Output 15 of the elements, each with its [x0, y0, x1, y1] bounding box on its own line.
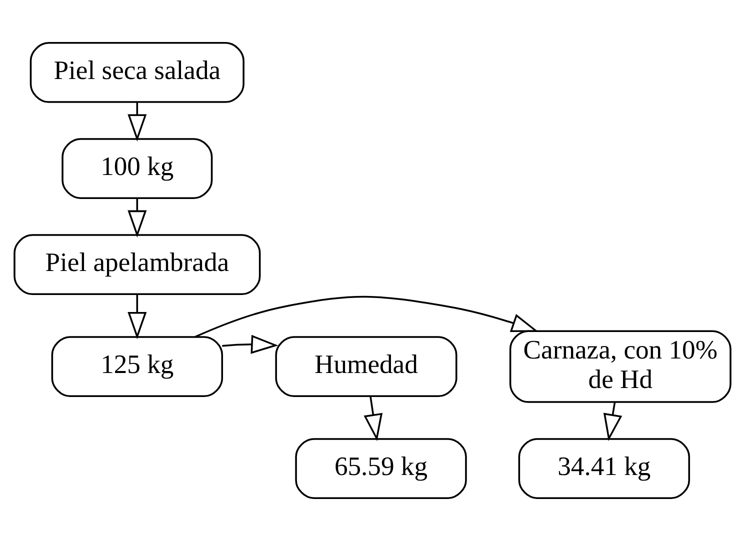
node-box: Piel seca salada	[30, 42, 244, 103]
arrow	[603, 402, 622, 442]
node-box: 100 kg	[62, 138, 213, 199]
node-box: Carnaza, con 10% de Hd	[509, 330, 732, 403]
node-box: 65.59 kg	[295, 438, 467, 499]
node-box: 34.41 kg	[518, 438, 690, 499]
node-box: Piel apelambrada	[14, 234, 261, 296]
arrow	[128, 198, 147, 238]
arrow	[222, 334, 278, 354]
arrow	[128, 294, 147, 340]
node-box: 125 kg	[51, 336, 224, 397]
arrow	[194, 296, 539, 338]
node-box: Humedad	[275, 336, 458, 397]
arrow	[364, 396, 383, 442]
arrow	[128, 102, 147, 142]
